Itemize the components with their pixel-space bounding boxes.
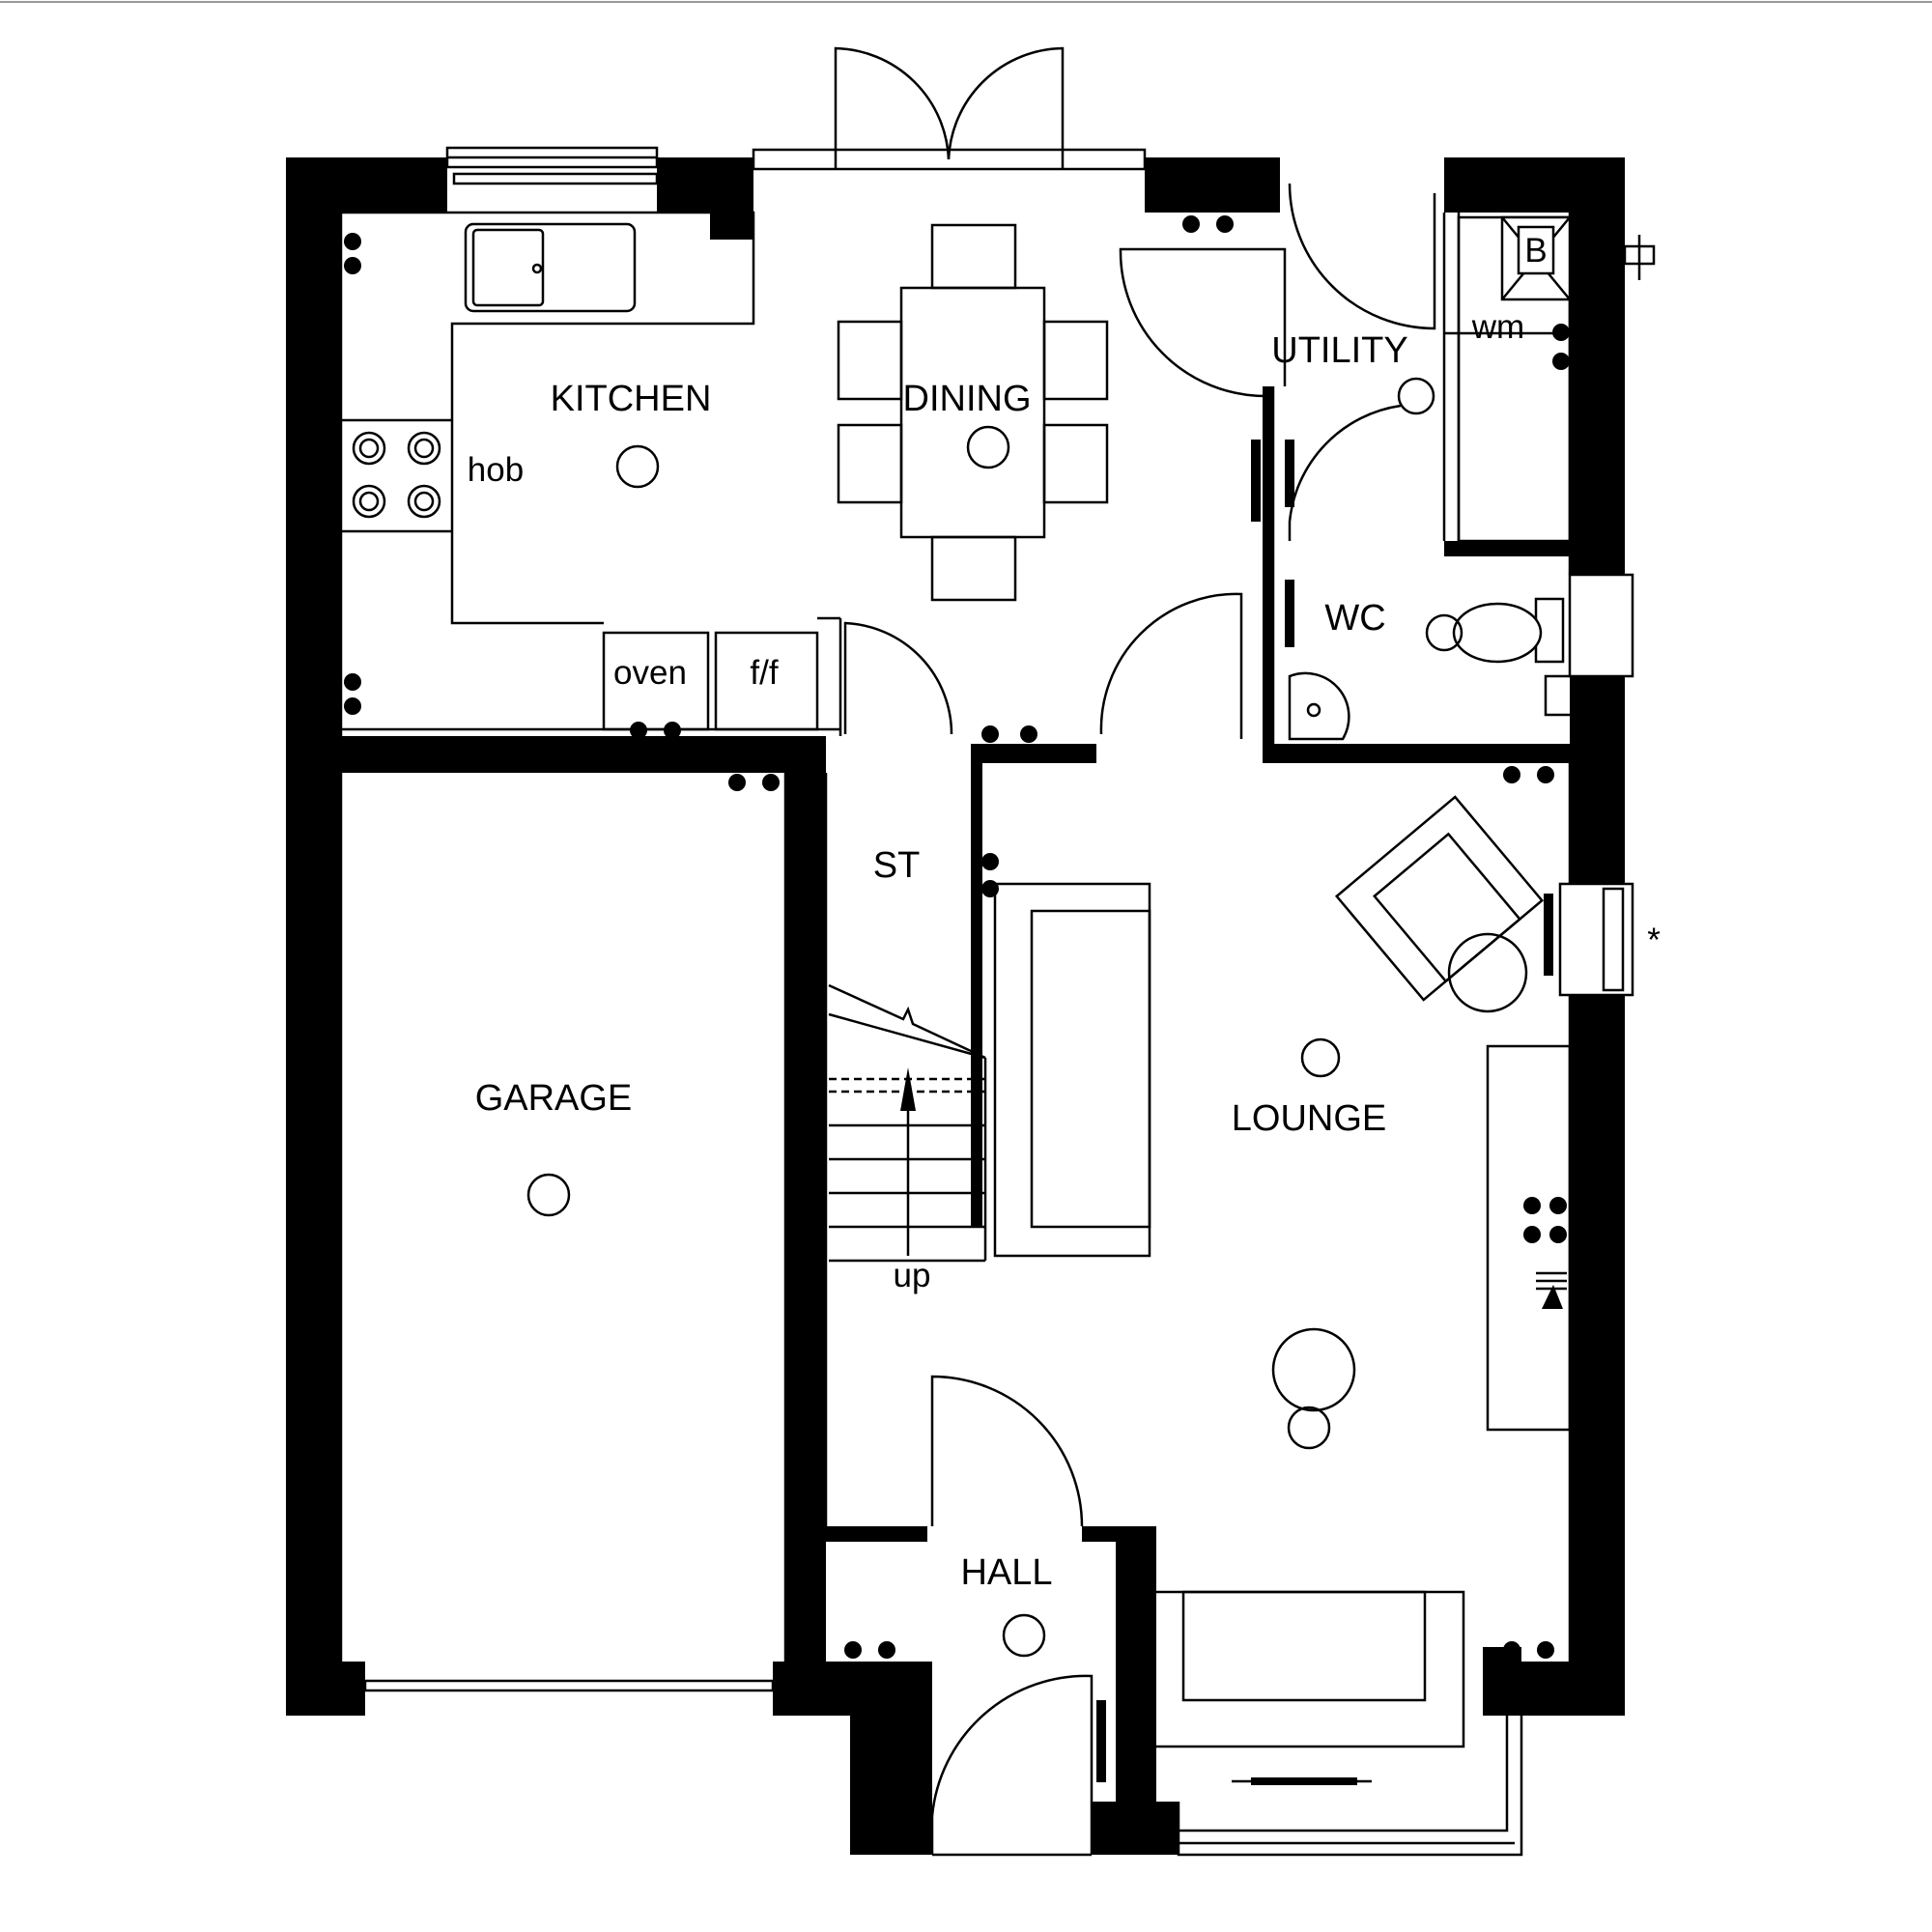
stairs [828, 983, 987, 1263]
kitchen-sink [464, 222, 637, 313]
media-unit [1486, 1044, 1572, 1432]
label-dining: DINING [903, 379, 1032, 419]
lounge-furniture [993, 795, 1572, 1785]
utility-radiator [1251, 440, 1261, 522]
window-wc-side [1568, 573, 1634, 678]
room-labels: KITCHEN DINING UTILITY WC ST GARAGE LOUN… [475, 330, 1408, 1593]
wall-hall-top-right [1082, 1526, 1156, 1542]
wall-utility-wc [1444, 541, 1570, 556]
wall-utility-left [1263, 386, 1274, 763]
label-fridge-freezer: f/f [750, 654, 778, 692]
doors [834, 46, 1436, 1857]
wc-radiator [1285, 580, 1294, 647]
label-boiler: B [1524, 232, 1547, 270]
hall-radiator [1096, 1700, 1106, 1782]
stair-arrow [900, 1067, 916, 1111]
label-oven: oven [613, 654, 687, 692]
light-kitchen [615, 444, 660, 489]
wall-bottom-garage-left [286, 1662, 365, 1716]
coffee-table [1271, 1327, 1356, 1412]
wall-porch-left-bottom [850, 1802, 932, 1855]
wall-hall-top-left [826, 1526, 927, 1542]
light-garage [526, 1173, 571, 1217]
wall-top-dining [1145, 157, 1280, 213]
wall-outer-right-upper [1570, 157, 1625, 575]
side-table [1447, 932, 1528, 1013]
wall-hall-lounge [1116, 1526, 1156, 1855]
dining-table [837, 223, 1109, 602]
light-hall [1002, 1613, 1046, 1658]
light-dining [966, 425, 1010, 469]
sockets [344, 215, 1570, 1659]
light-lounge [1300, 1037, 1341, 1078]
label-lounge: LOUNGE [1232, 1098, 1386, 1139]
label-note-marker: * [1647, 922, 1661, 959]
wall-top-kitchen-return [710, 157, 753, 240]
hob-rings [352, 431, 441, 519]
wall-outer-right-mid [1570, 676, 1625, 884]
wall-top-left [286, 157, 447, 213]
label-hob: hob [468, 451, 524, 489]
label-washing-machine: wm [1471, 308, 1524, 346]
light-utility [1397, 377, 1435, 415]
label-st: ST [873, 845, 921, 886]
label-wc: WC [1324, 598, 1385, 639]
wall-outer-left [286, 157, 341, 1716]
wall-kitchen-garage [341, 736, 824, 773]
wall-outer-right-lower [1570, 995, 1625, 1716]
label-hall: HALL [960, 1552, 1052, 1593]
kitchen-fixtures [341, 211, 842, 736]
label-kitchen: KITCHEN [551, 379, 712, 419]
wall-wc-bottom [1263, 744, 1572, 763]
wall-garage-hall [785, 736, 826, 1716]
label-utility: UTILITY [1271, 330, 1407, 371]
wall-dining-lounge [971, 744, 1096, 763]
label-garage: GARAGE [475, 1078, 633, 1119]
walls [286, 157, 1625, 1855]
light-wc [1425, 613, 1463, 652]
interior-lines [339, 213, 1572, 1662]
fixture-labels: hob oven f/f wm B up * [468, 232, 1661, 1294]
armchair [1334, 795, 1545, 1002]
wall-lounge-bottom-right-return [1483, 1647, 1521, 1716]
label-stairs-up: up [894, 1257, 931, 1294]
toilet-bowl [1452, 602, 1543, 664]
garage-door [363, 1679, 775, 1692]
wall-stair-lounge [971, 763, 982, 1227]
utility-wc-fixtures [1288, 215, 1572, 741]
sofa-left [993, 882, 1151, 1258]
sofa-bottom [1143, 1590, 1465, 1748]
